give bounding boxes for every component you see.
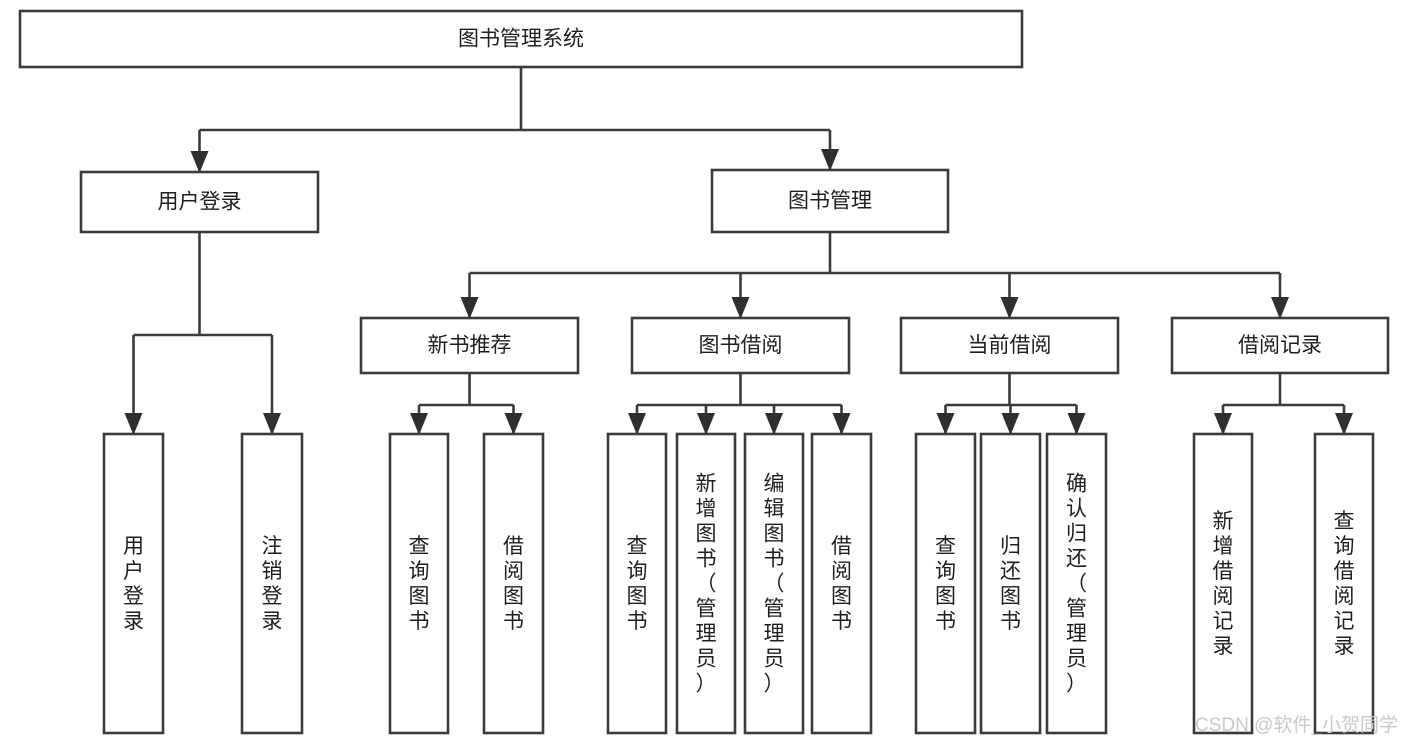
node-l3-图书借阅-label: 图书借阅 — [699, 334, 783, 357]
node-leaf-5-新增图书管理员-label: 新增图书（管理员） — [696, 473, 717, 696]
node-leaf-1-注销登录-rect[interactable] — [240, 432, 304, 735]
node-leaf-0-用户登录-rect[interactable] — [102, 432, 165, 735]
node-leaf-9-归还图书-label: 归还图书 — [1000, 535, 1021, 633]
node-leaf-8-查询图书-label: 查询图书 — [935, 535, 956, 633]
node-leaf-2-查询图书[interactable]: 查询图书 — [388, 432, 450, 735]
node-leaf-0-用户登录-label: 用户登录 — [123, 535, 144, 633]
node-leaf-6-编辑图书管理员-label: 编辑图书（管理员） — [764, 473, 785, 696]
node-leaf-0-用户登录[interactable]: 用户登录 — [102, 432, 165, 735]
conn-tsgl-arrow-1 — [731, 297, 750, 319]
node-leaf-7-借阅图书-label: 借阅图书 — [831, 535, 852, 633]
conn-l3-1-arrow-0 — [628, 413, 646, 435]
node-leaf-12-查询借阅记录-label: 查询借阅记录 — [1334, 510, 1355, 658]
node-leaf-10-确认归还管理员[interactable]: 确认归还（管理员） — [1045, 432, 1108, 735]
conn-l3-1-arrow-3 — [832, 413, 851, 435]
node-l2-图书管理-rect[interactable] — [710, 168, 950, 234]
node-l3-当前借阅[interactable]: 当前借阅 — [899, 316, 1120, 375]
node-l2-用户登录-label: 用户登录 — [158, 191, 242, 214]
node-leaf-1-注销登录-label: 注销登录 — [262, 535, 283, 633]
conn-root-arrow-1 — [821, 149, 839, 171]
node-layer: 图书管理系统用户登录图书管理新书推荐图书借阅当前借阅借阅记录用户登录注销登录查询… — [18, 9, 1390, 735]
node-l3-当前借阅-label: 当前借阅 — [968, 334, 1052, 357]
node-l3-新书推荐[interactable]: 新书推荐 — [359, 316, 580, 375]
node-leaf-4-查询图书[interactable]: 查询图书 — [606, 432, 668, 735]
connector-layer — [124, 67, 1353, 435]
node-leaf-7-借阅图书[interactable]: 借阅图书 — [810, 432, 873, 735]
node-leaf-10-确认归还管理员-rect[interactable] — [1045, 432, 1108, 735]
node-leaf-7-借阅图书-rect[interactable] — [810, 432, 873, 735]
conn-l3-2-arrow-2 — [1067, 413, 1086, 435]
node-leaf-6-编辑图书管理员-rect[interactable] — [743, 432, 805, 735]
node-leaf-5-新增图书管理员-rect[interactable] — [675, 432, 737, 735]
conn-l3-3-arrow-1 — [1335, 413, 1353, 435]
conn-l3-3-arrow-0 — [1214, 413, 1232, 435]
node-leaf-2-查询图书-label: 查询图书 — [409, 535, 430, 633]
node-leaf-11-新增借阅记录-rect[interactable] — [1192, 432, 1254, 735]
node-leaf-8-查询图书-rect[interactable] — [914, 432, 977, 735]
node-l3-借阅记录-label: 借阅记录 — [1238, 334, 1322, 357]
node-leaf-3-借阅图书-rect[interactable] — [482, 432, 545, 735]
node-leaf-10-确认归还管理员-label: 确认归还（管理员） — [1066, 473, 1087, 696]
node-leaf-4-查询图书-rect[interactable] — [606, 432, 668, 735]
conn-l3-1-arrow-2 — [765, 413, 783, 435]
conn-root-arrow-0 — [190, 151, 209, 173]
conn-l3-2-arrow-1 — [1001, 413, 1020, 435]
conn-l3-1-arrow-1 — [697, 413, 715, 435]
node-leaf-4-查询图书-label: 查询图书 — [627, 535, 648, 633]
node-leaf-11-新增借阅记录[interactable]: 新增借阅记录 — [1192, 432, 1254, 735]
node-leaf-5-新增图书管理员[interactable]: 新增图书（管理员） — [675, 432, 737, 735]
node-图书管理系统-root[interactable]: 图书管理系统 — [18, 9, 1024, 69]
node-图书管理系统-root-label: 图书管理系统 — [458, 28, 584, 51]
conn-l3-0-arrow-0 — [410, 413, 428, 435]
node-leaf-9-归还图书[interactable]: 归还图书 — [979, 432, 1042, 735]
conn-l3-0-arrow-1 — [504, 413, 523, 435]
node-l2-用户登录[interactable]: 用户登录 — [79, 170, 320, 234]
node-leaf-2-查询图书-rect[interactable] — [388, 432, 450, 735]
conn-yhdl-arrow-1 — [263, 413, 281, 435]
node-l3-新书推荐-rect[interactable] — [359, 316, 580, 375]
node-leaf-3-借阅图书[interactable]: 借阅图书 — [482, 432, 545, 735]
node-l3-图书借阅-rect[interactable] — [630, 316, 851, 375]
node-leaf-12-查询借阅记录[interactable]: 查询借阅记录 — [1313, 432, 1375, 735]
node-l3-新书推荐-label: 新书推荐 — [428, 334, 512, 357]
node-l2-图书管理[interactable]: 图书管理 — [710, 168, 950, 234]
node-l2-图书管理-label: 图书管理 — [788, 190, 872, 213]
node-leaf-6-编辑图书管理员[interactable]: 编辑图书（管理员） — [743, 432, 805, 735]
node-leaf-1-注销登录[interactable]: 注销登录 — [240, 432, 304, 735]
node-leaf-8-查询图书[interactable]: 查询图书 — [914, 432, 977, 735]
conn-tsgl-arrow-0 — [460, 297, 479, 319]
conn-tsgl-arrow-3 — [1271, 297, 1289, 319]
conn-tsgl-arrow-2 — [1000, 297, 1019, 319]
conn-l3-2-arrow-0 — [936, 413, 955, 435]
node-leaf-3-借阅图书-label: 借阅图书 — [503, 535, 524, 633]
node-leaf-9-归还图书-rect[interactable] — [979, 432, 1042, 735]
node-l2-用户登录-rect[interactable] — [79, 170, 320, 234]
node-l3-当前借阅-rect[interactable] — [899, 316, 1120, 375]
node-图书管理系统-root-rect[interactable] — [18, 9, 1024, 69]
node-leaf-11-新增借阅记录-label: 新增借阅记录 — [1213, 510, 1234, 658]
node-l3-借阅记录[interactable]: 借阅记录 — [1170, 316, 1390, 375]
csdn-watermark: CSDN @软件_小贺同学 — [1195, 714, 1398, 736]
node-l3-图书借阅[interactable]: 图书借阅 — [630, 316, 851, 375]
conn-yhdl-arrow-0 — [124, 413, 143, 435]
node-leaf-12-查询借阅记录-rect[interactable] — [1313, 432, 1375, 735]
node-l3-借阅记录-rect[interactable] — [1170, 316, 1390, 375]
